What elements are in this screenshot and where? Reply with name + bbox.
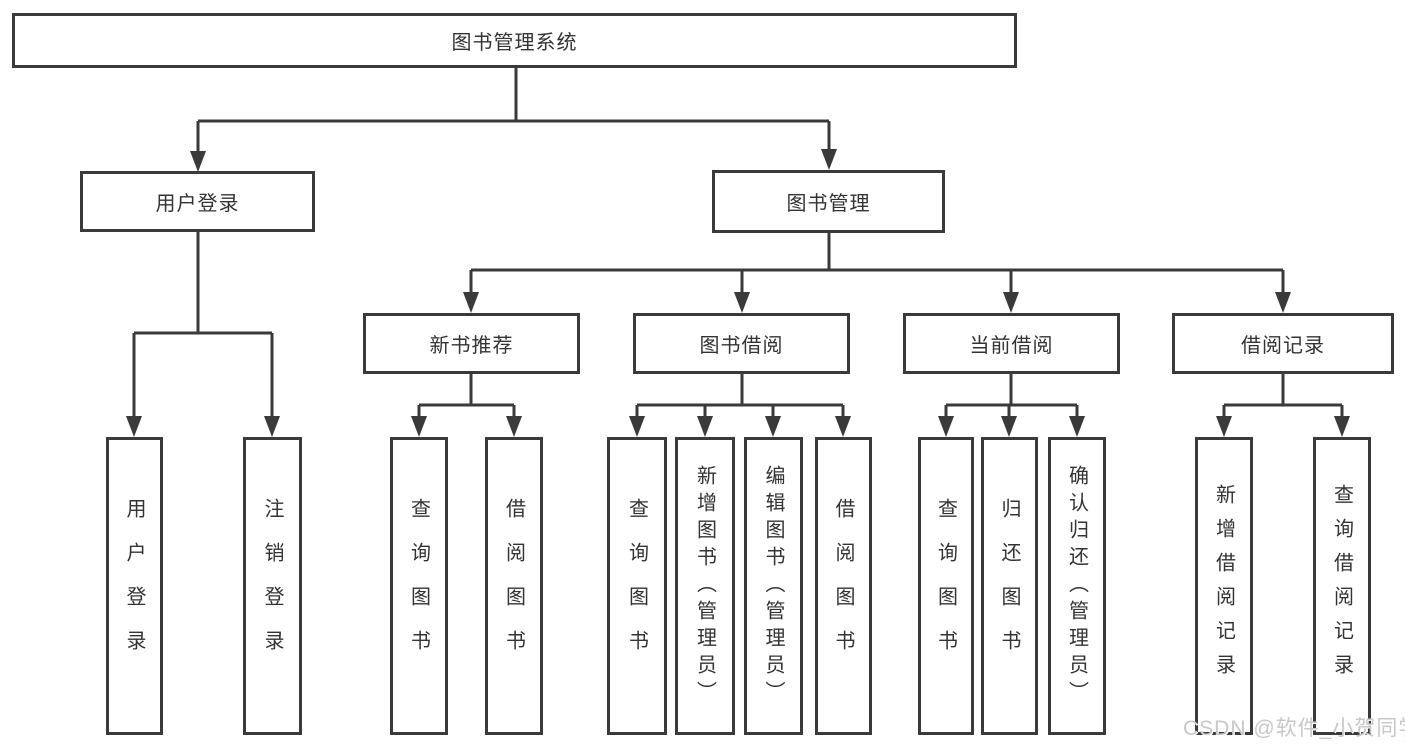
node-label: 用户登录 <box>123 498 145 674</box>
node-label: 查询图书 <box>625 498 648 674</box>
node-label: 用户登录 <box>155 193 240 215</box>
node-leaf-borrow-books-2: 借阅图书 <box>815 437 872 735</box>
node-label: 借阅图书 <box>832 498 854 674</box>
node-leaf-borrow-books-1: 借阅图书 <box>485 437 543 735</box>
node-leaf-add-books-admin: 新增图书（管理员） <box>675 437 735 735</box>
node-label: 新增图书（管理员） <box>693 464 716 708</box>
node-label: 图书管理 <box>786 193 871 215</box>
node-book-management: 图书管理 <box>712 170 945 233</box>
node-label: 借阅图书 <box>502 498 525 674</box>
node-leaf-logout: 注销登录 <box>243 437 302 735</box>
arrowhead-icon <box>411 416 427 437</box>
node-user-login: 用户登录 <box>80 171 315 232</box>
arrowhead-icon <box>938 416 954 437</box>
node-label: 当前借阅 <box>969 335 1054 357</box>
node-label: 编辑图书（管理员） <box>762 464 784 708</box>
node-leaf-edit-books-admin: 编辑图书（管理员） <box>744 437 803 735</box>
node-label: 归还图书 <box>998 498 1020 674</box>
arrowhead-icon <box>1216 416 1232 437</box>
arrowhead-icon <box>463 292 479 313</box>
node-leaf-query-borrow-record: 查询借阅记录 <box>1313 437 1371 735</box>
node-leaf-query-books-3: 查询图书 <box>918 437 974 735</box>
node-leaf-confirm-return-admin: 确认归还（管理员） <box>1048 437 1106 735</box>
node-leaf-return-books: 归还图书 <box>981 437 1038 735</box>
node-leaf-add-borrow-record: 新增借阅记录 <box>1195 437 1253 735</box>
node-leaf-user-login: 用户登录 <box>106 437 163 735</box>
node-label: 借阅记录 <box>1241 335 1325 357</box>
node-leaf-query-books-1: 查询图书 <box>390 437 448 735</box>
arrowhead-icon <box>821 149 837 170</box>
arrowhead-icon <box>1069 416 1085 437</box>
arrowhead-icon <box>264 416 280 437</box>
arrowhead-icon <box>1001 416 1017 437</box>
arrowhead-icon <box>734 292 750 313</box>
node-library-system: 图书管理系统 <box>12 13 1017 68</box>
arrowhead-icon <box>1003 292 1019 313</box>
node-label: 新增借阅记录 <box>1212 484 1235 688</box>
node-new-book-recommend: 新书推荐 <box>363 313 580 374</box>
node-label: 查询图书 <box>407 498 430 674</box>
arrowhead-icon <box>1275 292 1291 313</box>
node-label: 新书推荐 <box>429 335 514 357</box>
arrowhead-icon <box>126 416 142 437</box>
node-book-borrowing: 图书借阅 <box>633 313 850 374</box>
node-label: 确认归还（管理员） <box>1065 464 1088 708</box>
node-label: 图书借阅 <box>699 335 784 357</box>
node-label: 注销登录 <box>261 498 283 674</box>
node-label: 查询借阅记录 <box>1330 484 1353 688</box>
node-leaf-query-books-2: 查询图书 <box>607 437 667 735</box>
arrowhead-icon <box>629 416 645 437</box>
arrowhead-icon <box>835 416 851 437</box>
node-label: 查询图书 <box>934 498 957 674</box>
arrowhead-icon <box>765 416 781 437</box>
node-label: 图书管理系统 <box>451 32 578 54</box>
arrowhead-icon <box>1334 416 1350 437</box>
arrowhead-icon <box>190 151 206 172</box>
arrowhead-icon <box>506 416 522 437</box>
node-current-borrowing: 当前借阅 <box>903 313 1120 374</box>
node-borrowing-records: 借阅记录 <box>1172 313 1394 374</box>
arrowhead-icon <box>697 416 713 437</box>
